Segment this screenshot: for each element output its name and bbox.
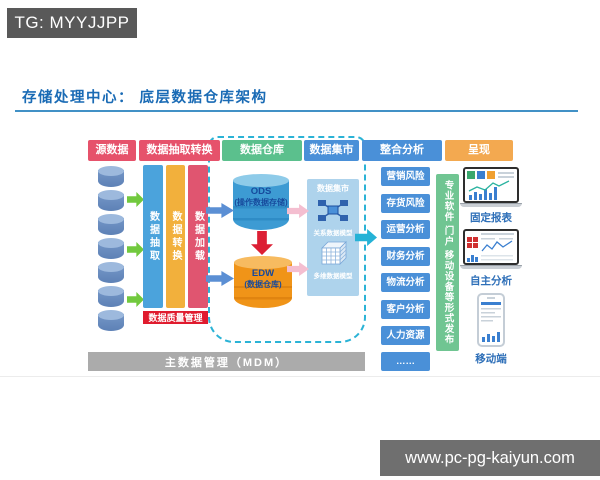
self-analysis-label: 自主分析	[470, 275, 512, 287]
database-cylinder-icon	[98, 286, 124, 308]
page-title: 存储处理中心： 底层数据仓库架构	[22, 90, 268, 106]
relational-model-icon	[318, 200, 348, 221]
analysis-box: 财务分析	[381, 247, 430, 266]
cube-model-icon	[321, 241, 347, 265]
column-header-warehouse: 数据仓库	[222, 140, 302, 161]
slide-bottom-rule	[0, 376, 600, 377]
watermark-url: www.pc-pg-kaiyun.com	[380, 440, 600, 476]
analysis-box: 存货风险	[381, 194, 430, 213]
ods-name: ODS	[250, 186, 272, 197]
telegram-badge: TG: MYYJJPP	[7, 8, 137, 38]
ods-cylinder: ODS (操作数据存储)	[233, 174, 289, 232]
analysis-box: 客户分析	[381, 300, 430, 319]
column-header-analysis: 整合分析	[362, 140, 442, 161]
column-header-source: 源数据	[88, 140, 136, 161]
column-header-etl: 数据抽取转换	[139, 140, 220, 161]
dashboard-graphic	[467, 171, 514, 200]
cylinder-body	[234, 262, 292, 308]
database-cylinder-icon	[98, 238, 124, 260]
data-quality-label: 数据质量管理	[143, 311, 208, 324]
title-underline	[15, 110, 578, 112]
edw-subtitle: (数据仓库)	[244, 279, 282, 289]
mobile-phone-icon	[477, 293, 505, 347]
ods-subtitle: (操作数据存储)	[234, 197, 288, 207]
cylinder-top	[234, 256, 292, 269]
column-header-presentation: 呈现	[445, 140, 513, 161]
fixed-report-label: 固定报表	[470, 212, 512, 224]
green-arrow-icon	[127, 242, 144, 257]
etl-transform-bar: 数据转换	[166, 165, 185, 308]
telegram-badge-text: TG: MYYJJPP	[14, 13, 130, 32]
relational-model-label: 关系数据模型	[313, 230, 353, 237]
database-cylinder-icon	[98, 214, 124, 236]
analysis-box: 运营分析	[381, 220, 430, 239]
etl-load-bar: 数据加载	[188, 165, 208, 308]
cylinder-top	[233, 174, 289, 187]
database-cylinder-icon	[98, 166, 124, 188]
edw-name: EDW	[251, 268, 275, 279]
multidim-model-label: 多维数据模型	[313, 273, 353, 280]
mobile-graphic	[481, 297, 501, 342]
database-cylinder-icon	[98, 190, 124, 212]
mart-title: 数据集市	[317, 184, 349, 193]
laptop-icon	[460, 167, 522, 207]
green-arrow-icon	[127, 292, 144, 307]
database-cylinder-icon	[98, 310, 124, 332]
analysis-box: 人力资源	[381, 326, 430, 345]
watermark-text: www.pc-pg-kaiyun.com	[405, 448, 575, 467]
data-mart-panel: 数据集市 关系数据模型 多维数据模型	[307, 179, 359, 296]
database-cylinder-icon	[98, 262, 124, 284]
publish-channels-bar: 专业软件 门户 移动设备等形式发布	[436, 174, 459, 351]
mobile-label: 移动端	[475, 353, 507, 365]
edw-cylinder: EDW (数据仓库)	[234, 256, 292, 310]
analysis-box: 物流分析	[381, 273, 430, 292]
green-arrow-icon	[127, 192, 144, 207]
analysis-graphic	[467, 233, 514, 262]
mdm-bar: 主数据管理（MDM）	[88, 352, 365, 371]
column-header-mart: 数据集市	[304, 140, 359, 161]
analysis-box: 营销风险	[381, 167, 430, 186]
cylinder-body	[233, 180, 289, 230]
etl-extract-bar: 数据抽取	[143, 165, 163, 308]
laptop-icon	[460, 229, 522, 269]
analysis-box: ……	[381, 352, 430, 371]
